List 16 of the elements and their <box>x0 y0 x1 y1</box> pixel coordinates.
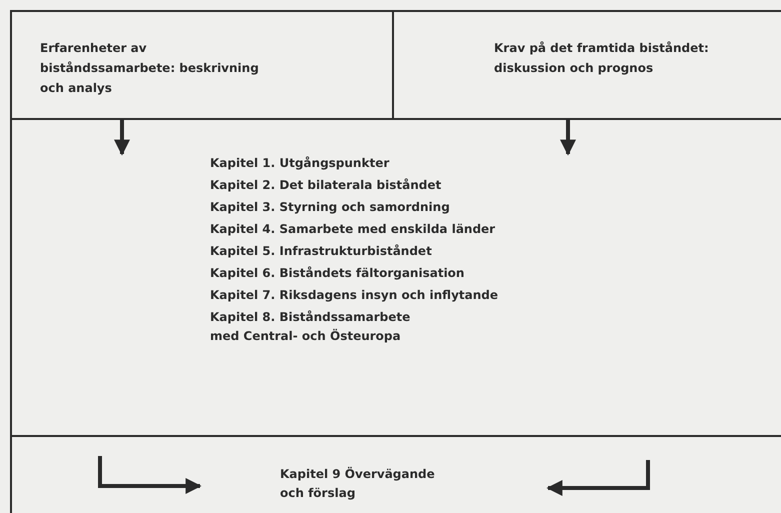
chapter-text: Kapitel 4. Samarbete med enskilda länder <box>210 221 496 238</box>
chapter-text: Kapitel 7. Riksdagens insyn och inflytande <box>210 287 498 304</box>
chapter-text: Kapitel 5. Infrastrukturbiståndet <box>210 243 432 260</box>
chapter-text: Kapitel 8. Biståndssamarbete med Central- och Östeuropa <box>210 309 412 345</box>
chapter-text: Kapitel 2. Det bilaterala biståndet <box>210 177 442 194</box>
heading-text: Erfarenheter av biståndssamarbete: beskrivning och analys <box>40 40 260 97</box>
heading-text: Krav på det framtida biståndet: diskussion och prognos <box>494 40 710 77</box>
chapter-text: Kapitel 3. Styrning och samordning <box>210 199 450 216</box>
chapter-text: Kapitel 6. Biståndets fältorganisation <box>210 265 464 282</box>
arrow <box>546 460 650 496</box>
arrow <box>560 120 576 156</box>
text-box <box>10 10 394 120</box>
chapter-text: Kapitel 9 Övervägande och förslag <box>280 466 436 502</box>
chapter-text: Kapitel 1. Utgångspunkter <box>210 155 390 172</box>
arrow <box>98 456 202 494</box>
arrow <box>114 120 130 156</box>
